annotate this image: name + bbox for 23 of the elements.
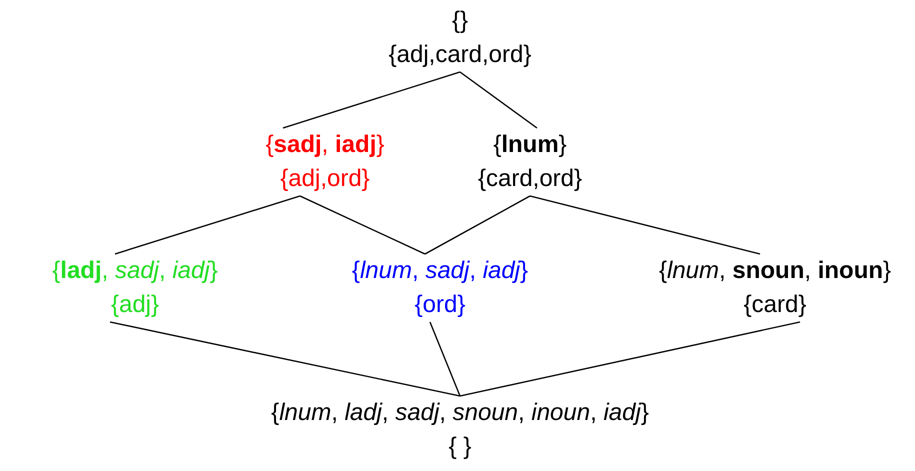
connector-line — [530, 195, 760, 255]
connector-line — [460, 71, 538, 129]
connector-line — [424, 195, 530, 255]
connector-line — [429, 322, 461, 396]
set-label: {card,ord} — [478, 164, 582, 194]
set-label: {ladj, sadj, iadj} — [52, 256, 218, 286]
set-label: {lnum} — [493, 130, 567, 160]
set-label: {adj} — [110, 290, 160, 320]
connector-line — [114, 195, 300, 255]
connector-line — [460, 321, 800, 397]
set-label: {adj,ord} — [280, 164, 370, 194]
set-label: {adj,card,ord} — [388, 40, 532, 70]
set-label: {ord} — [414, 290, 466, 320]
connector-line — [110, 321, 460, 397]
set-label: {sadj, iadj} — [266, 130, 384, 160]
set-label: { } — [448, 432, 472, 462]
set-label: {card} — [744, 290, 806, 320]
set-label: {lnum, sadj, iadj} — [352, 256, 528, 286]
set-label: {} — [452, 6, 468, 36]
connector-line — [300, 195, 426, 255]
set-label: {lnum, snoun, inoun} — [658, 256, 892, 286]
connector-line — [282, 71, 460, 129]
set-label: {lnum, ladj, sadj, snoun, inoun, iadj} — [271, 398, 649, 428]
